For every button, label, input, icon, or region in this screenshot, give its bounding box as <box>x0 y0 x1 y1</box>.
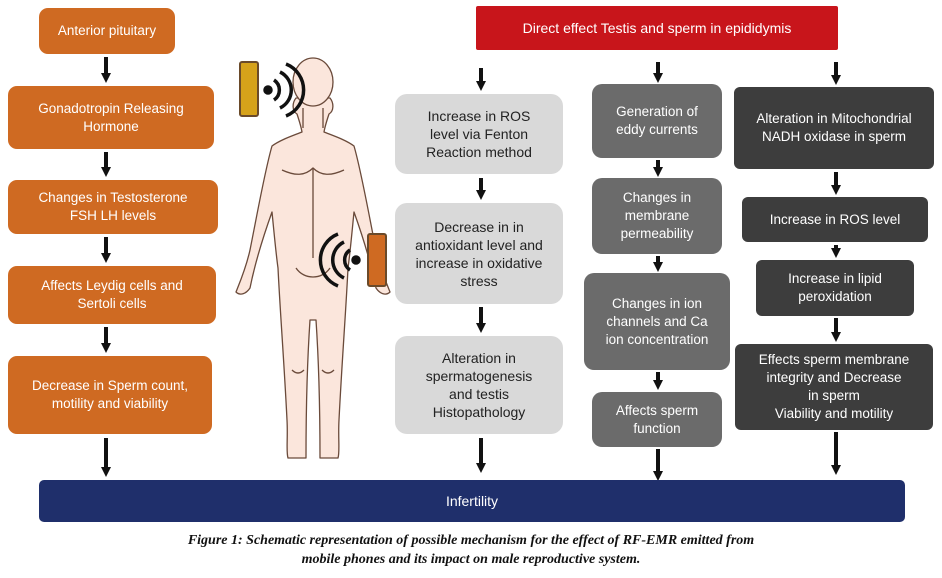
direct-effect-banner: Direct effect Testis and sperm in epidid… <box>476 6 838 50</box>
infertility-bar: Infertility <box>39 480 905 522</box>
sperm-function-box: Affects sperm function <box>592 392 722 447</box>
gnrh-box: Gonadotropin Releasing Hormone <box>8 86 214 149</box>
eddy-currents-box: Generation of eddy currents <box>592 84 722 158</box>
antioxidant-decrease-box: Decrease in in antioxidant level and inc… <box>395 203 563 304</box>
ion-channels-box: Changes in ion channels and Ca ion conce… <box>584 273 730 370</box>
membrane-permeability-box: Changes in membrane permeability <box>592 178 722 254</box>
mitochondrial-nadh-box: Alteration in Mitochondrial NADH oxidase… <box>734 87 934 169</box>
mobile-phone-icon <box>239 61 259 117</box>
ros-fenton-box: Increase in ROS level via Fenton Reactio… <box>395 94 563 174</box>
mobile-phone-icon <box>367 233 387 287</box>
ros-level-increase-box: Increase in ROS level <box>742 197 928 242</box>
signal-waves-icon <box>263 62 306 118</box>
hormone-levels-box: Changes in Testosterone FSH LH levels <box>8 180 218 234</box>
leydig-sertoli-box: Affects Leydig cells and Sertoli cells <box>8 266 216 324</box>
sperm-count-decrease-box: Decrease in Sperm count, motility and vi… <box>8 356 212 434</box>
signal-waves-icon <box>318 232 361 288</box>
figure-caption-line-1: Figure 1: Schematic representation of po… <box>187 533 755 548</box>
spermatogenesis-alteration-box: Alteration in spermatogenesis and testis… <box>395 336 563 434</box>
anterior-pituitary-box: Anterior pituitary <box>39 8 175 54</box>
membrane-integrity-box: Effects sperm membrane integrity and Dec… <box>735 344 933 430</box>
lipid-peroxidation-box: Increase in lipid peroxidation <box>756 260 914 316</box>
figure-caption-line-2: mobile phones and its impact on male rep… <box>301 552 641 567</box>
